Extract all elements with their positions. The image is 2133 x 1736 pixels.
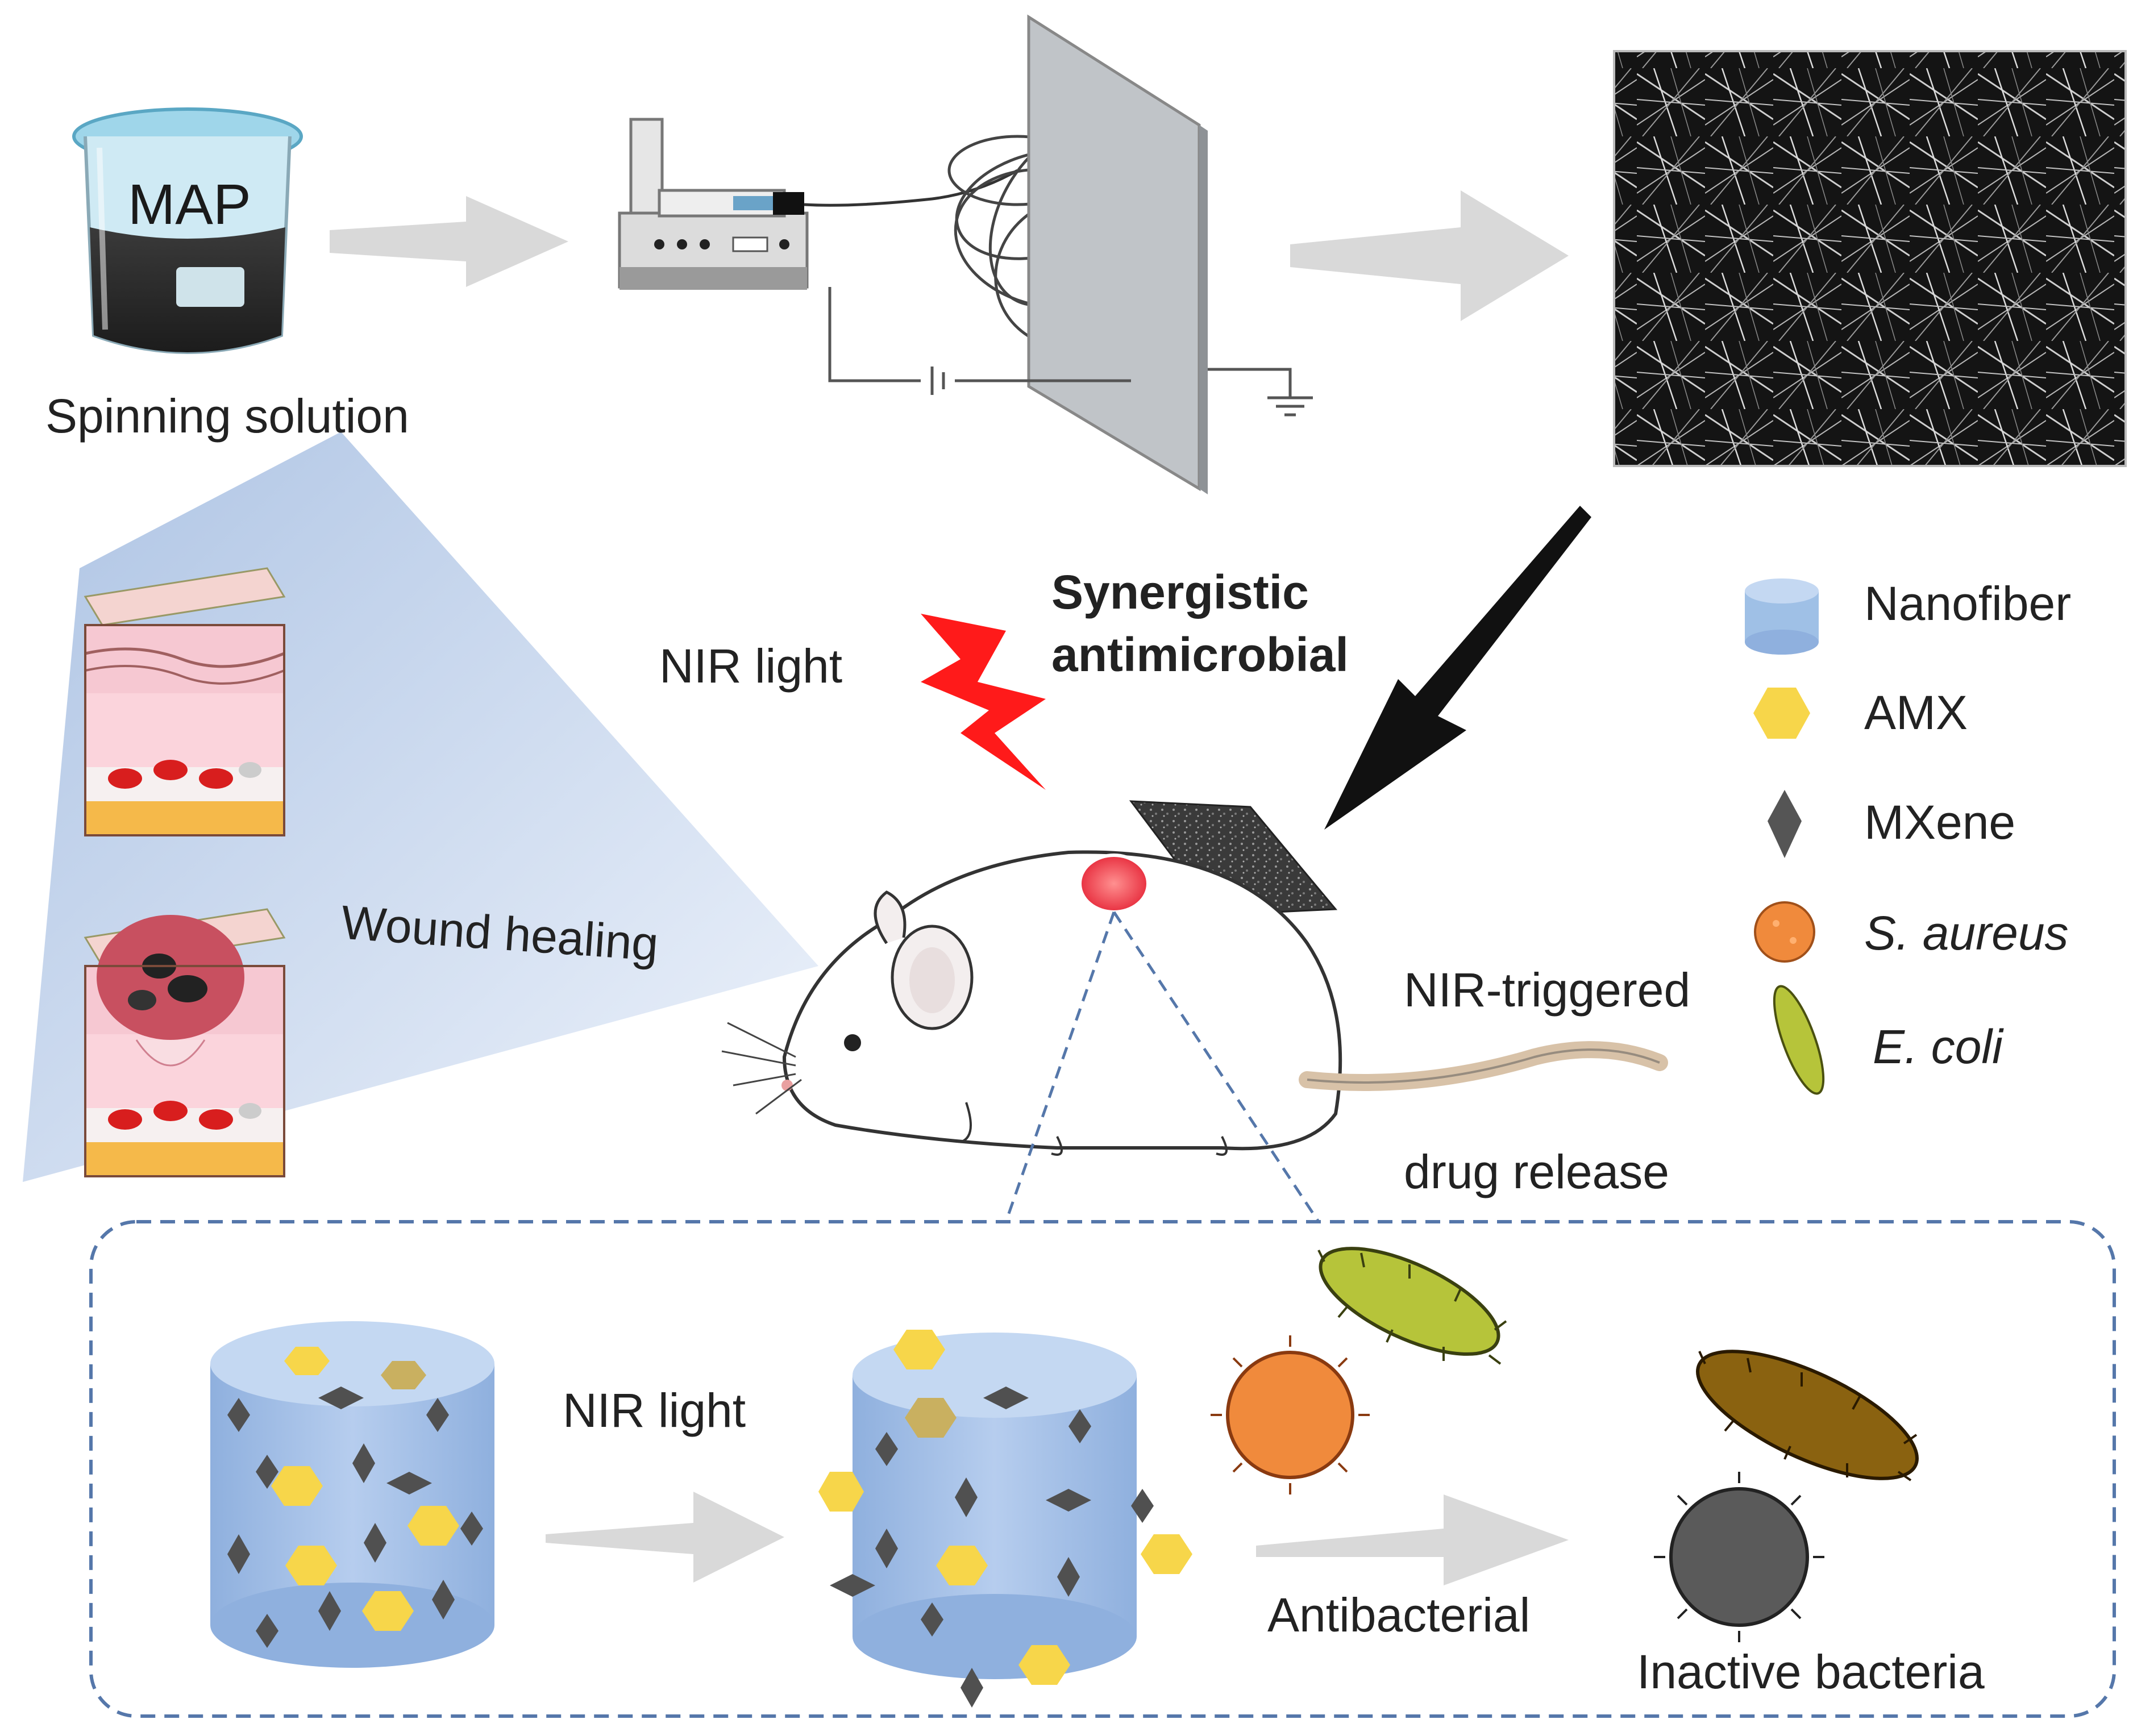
skin-panel-healthy — [84, 567, 286, 836]
antibacterial-label: Antibacterial — [1267, 1588, 1531, 1642]
zoom-lines — [1004, 911, 1320, 1223]
mechanism-box — [89, 1220, 2116, 1718]
arrow-3 — [546, 1492, 784, 1583]
mouse-icon — [721, 850, 1668, 1156]
legend-amx-label: AMX — [1864, 686, 1968, 739]
arrow-4 — [1256, 1494, 1569, 1585]
ground-icon — [1208, 368, 1313, 417]
sem-nanofiber-image — [1613, 50, 2127, 467]
nir-light-top-label: NIR light — [659, 639, 843, 693]
black-arrow — [1324, 506, 1591, 830]
e-coli-bacterium — [1317, 1247, 1507, 1365]
legend-mxene-label: MXene — [1864, 796, 2016, 849]
nir-triggered-label: NIR-triggered — [1404, 963, 1691, 1017]
diamond-icon — [1768, 790, 1802, 858]
synergistic-label: Synergistic — [1051, 565, 1309, 619]
arrow-2 — [1290, 190, 1569, 321]
legend-e-coli-label: E. coli — [1873, 1020, 2003, 1073]
s-aureus-bacterium — [1211, 1335, 1370, 1494]
arrow-1 — [330, 196, 568, 287]
skin-panel-wounded — [84, 908, 286, 1177]
inactive-bacteria-label: Inactive bacteria — [1637, 1645, 1985, 1698]
legend-s-aureus-label: S. aureus — [1864, 906, 2069, 960]
spinning-solution-label: Spinning solution — [45, 389, 409, 443]
cylinder-icon — [1745, 578, 1819, 655]
antimicrobial-label: antimicrobial — [1051, 628, 1349, 681]
nanofiber-cylinder-after — [818, 1330, 1192, 1708]
inactive-e-coli — [1696, 1350, 1919, 1481]
hexagon-icon — [1753, 688, 1810, 739]
beaker-icon — [72, 107, 303, 354]
drug-release-label: drug release — [1404, 1145, 1669, 1198]
inactive-s-aureus — [1654, 1472, 1824, 1642]
coccus-icon — [1754, 901, 1815, 963]
bacillus-icon — [1773, 985, 1825, 1095]
voltage-source — [828, 287, 1131, 395]
electrospinning-device-icon — [618, 118, 809, 290]
beaker-label: MAP — [128, 173, 251, 236]
legend-nanofiber-label: Nanofiber — [1864, 577, 2072, 630]
wound-spot — [1078, 854, 1150, 914]
nir-light-bottom-label: NIR light — [563, 1384, 746, 1437]
nanofiber-cylinder-before — [210, 1321, 494, 1668]
collector-plate — [1027, 14, 1201, 492]
nir-lightning-icon — [921, 614, 1046, 790]
